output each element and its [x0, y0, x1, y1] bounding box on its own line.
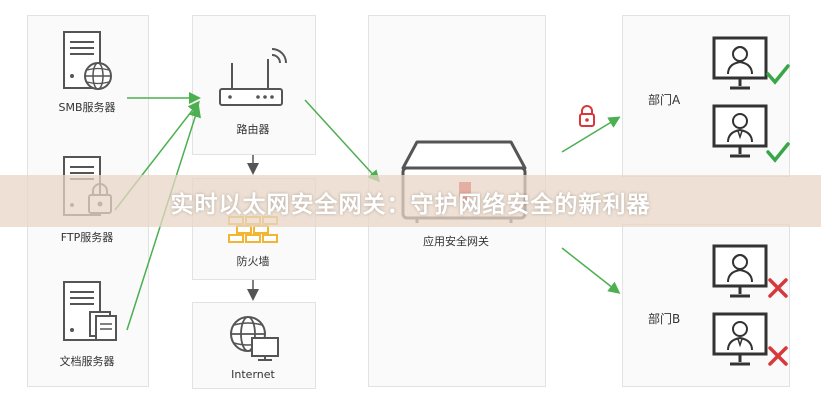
globe-monitor-icon	[230, 316, 279, 361]
router-label: 路由器	[236, 123, 270, 136]
user-monitor-icon	[712, 244, 788, 298]
arrow-gateway-to-dept-a	[561, 116, 621, 153]
router-icon	[219, 48, 287, 106]
internet-label: Internet	[231, 368, 275, 381]
department-b-label: 部门B	[648, 312, 681, 326]
title-banner	[0, 175, 821, 227]
department-a-label: 部门A	[648, 93, 681, 107]
banner-title: 实时以太网安全网关：守护网络安全的新利器	[170, 192, 651, 218]
firewall-label: 防火墙	[236, 255, 270, 268]
checkmark-icon	[766, 142, 790, 163]
cross-icon	[768, 346, 788, 366]
user-monitor-icon	[712, 104, 790, 163]
ftp-server-label: FTP服务器	[60, 231, 114, 244]
arrow-gateway-to-dept-b	[561, 247, 621, 294]
server-documents-icon	[63, 281, 117, 341]
gateway-label: 应用安全网关	[423, 235, 489, 248]
server-globe-icon	[63, 31, 112, 90]
doc-server-label: 文档服务器	[59, 355, 115, 368]
cross-icon	[768, 278, 788, 298]
checkmark-icon	[766, 64, 790, 85]
user-monitor-icon	[712, 36, 790, 90]
user-monitor-icon	[712, 312, 788, 366]
lock-icon	[579, 105, 595, 127]
smb-server-label: SMB服务器	[58, 101, 116, 114]
router-panel	[192, 15, 316, 155]
arrow-router-to-gateway	[304, 99, 381, 183]
